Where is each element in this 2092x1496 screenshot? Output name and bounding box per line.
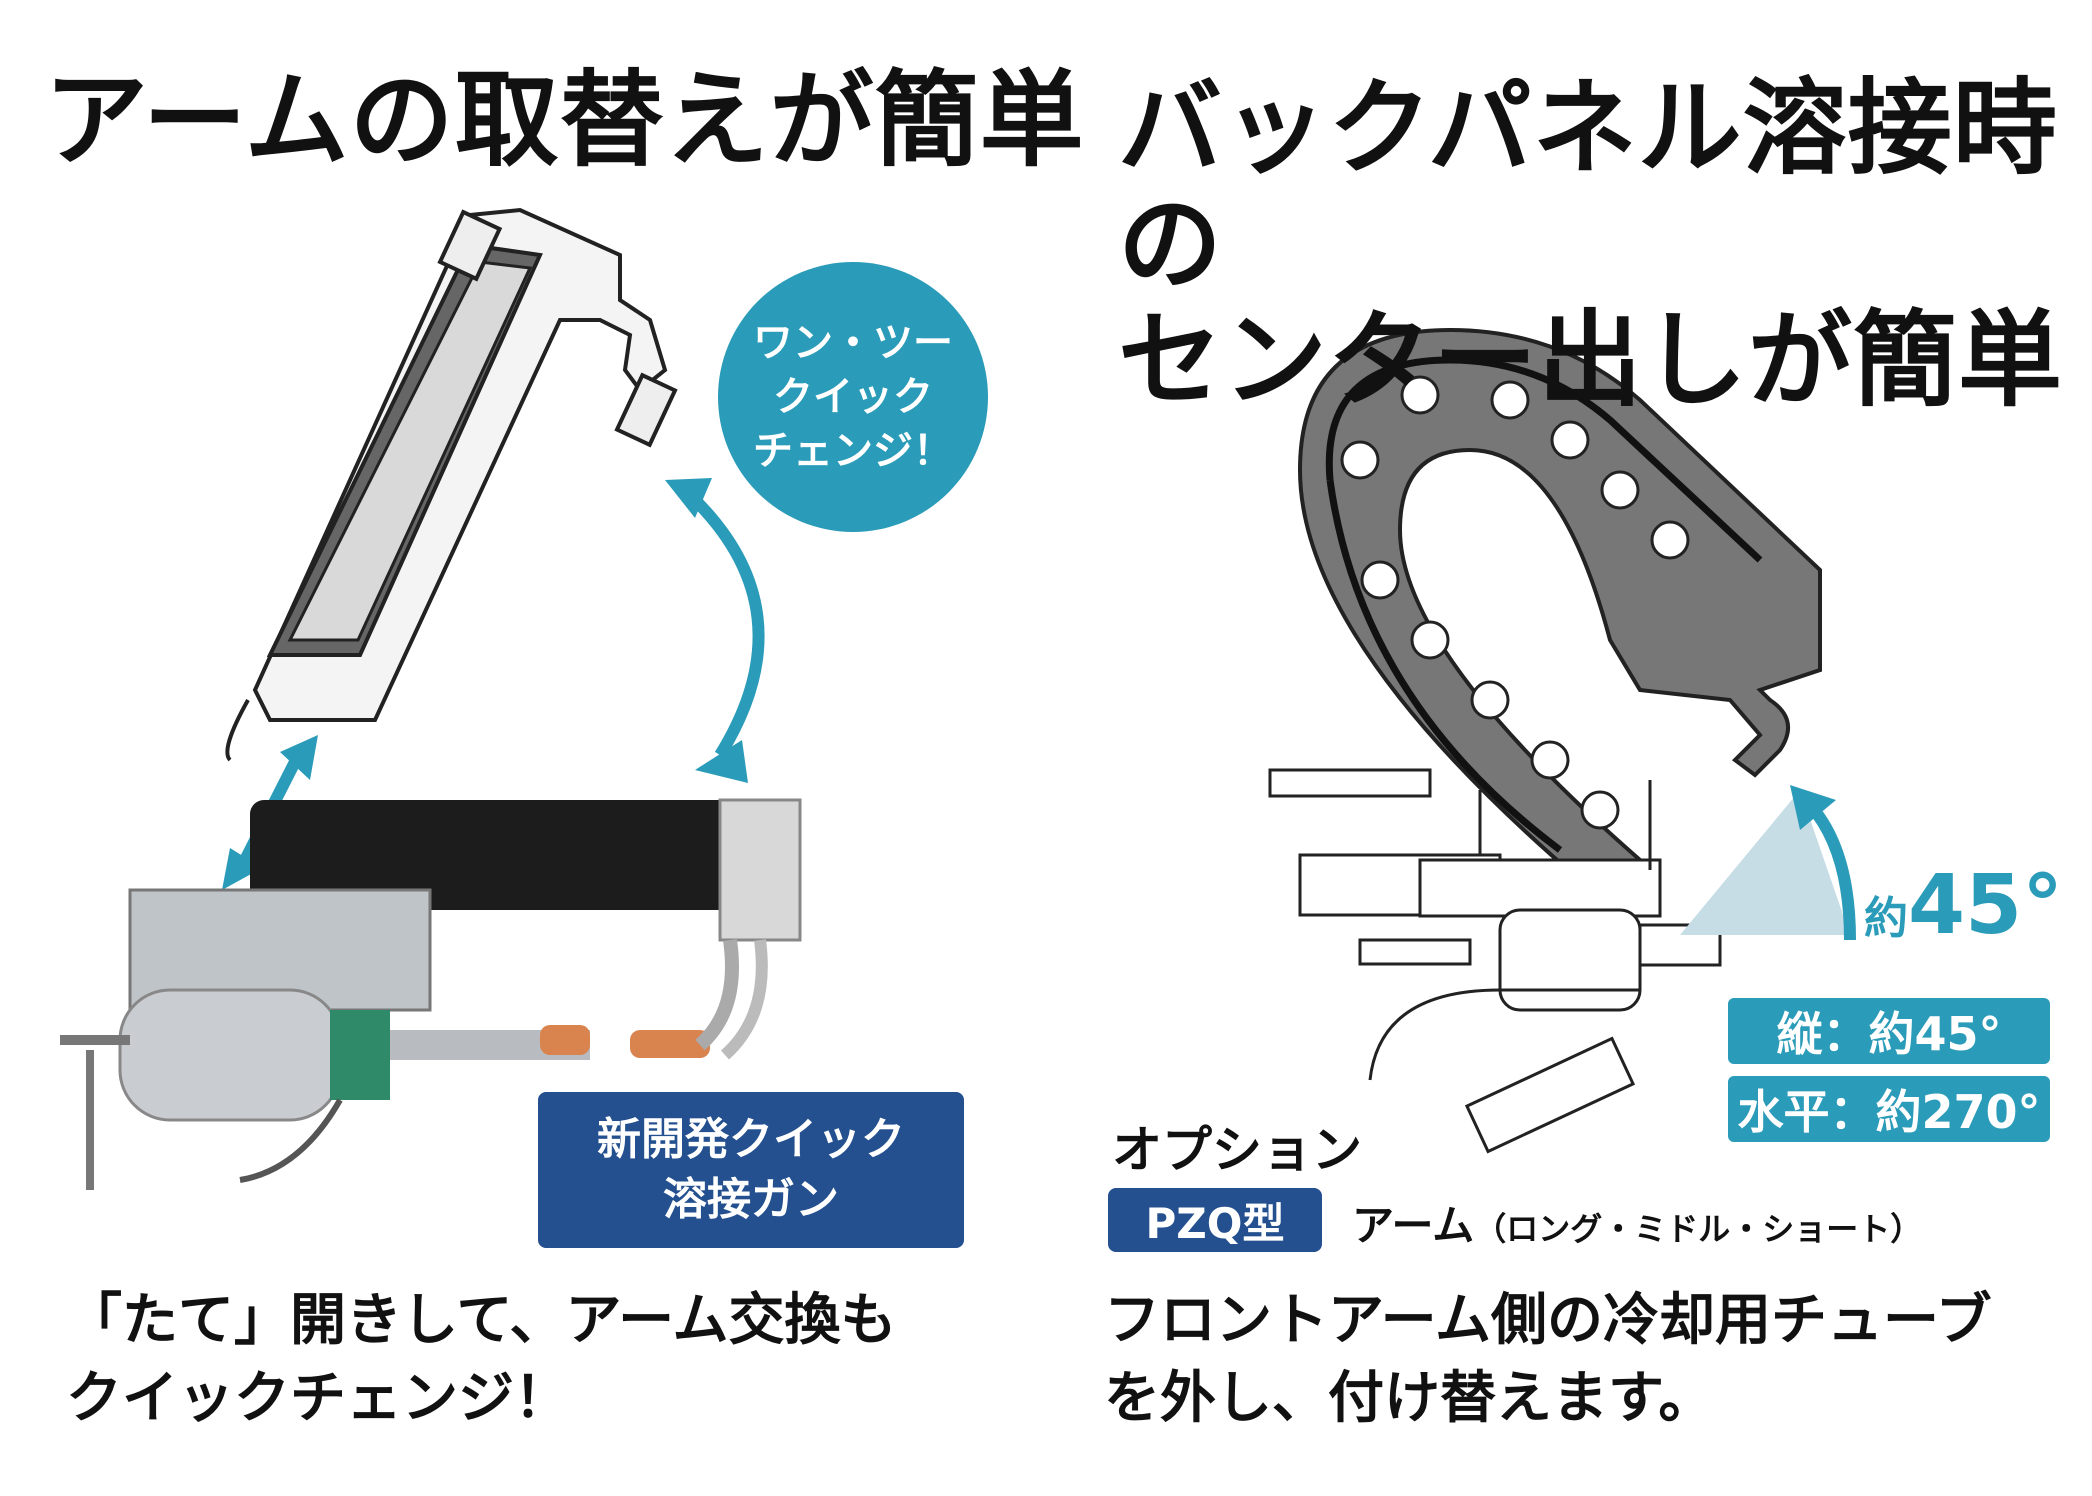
left-caption-line-2: クイックチェンジ！ bbox=[66, 1366, 570, 1431]
left-caption: 「たて」開きして、アーム交換も クイックチェンジ！ bbox=[66, 1282, 1026, 1438]
quick-change-bubble: ワン・ツー クイック チェンジ！ bbox=[718, 262, 988, 532]
new-gun-badge: 新開発クイック 溶接ガン bbox=[538, 1092, 964, 1248]
right-caption-line-1: フロントアーム側の冷却用チューブ bbox=[1104, 1288, 1992, 1353]
welding-gun-photo bbox=[60, 798, 802, 1190]
right-title-line-2: センター出しが簡単 bbox=[1118, 299, 2064, 421]
left-title: アームの取替えが簡単 bbox=[44, 59, 1085, 181]
arm-variants: （ロング・ミドル・ショート） bbox=[1474, 1210, 1923, 1248]
model-badge: PZQ型 bbox=[1108, 1188, 1322, 1252]
option-label: オプション bbox=[1112, 1121, 1362, 1179]
vertical-angle-box: 縦：約45° bbox=[1728, 998, 2050, 1064]
gun-badge-line-1: 新開発クイック bbox=[597, 1114, 905, 1165]
arm-label-main: アーム bbox=[1352, 1201, 1475, 1250]
right-caption: フロントアーム側の冷却用チューブ を外し、付け替えます。 bbox=[1104, 1282, 2084, 1438]
horizontal-angle-box: 水平：約270° bbox=[1728, 1076, 2050, 1142]
angle-label: 約45° bbox=[1864, 858, 2063, 953]
right-caption-line-2: を外し、付け替えます。 bbox=[1104, 1366, 1715, 1431]
bubble-line-2: クイック bbox=[773, 374, 933, 420]
bubble-line-1: ワン・ツー bbox=[753, 320, 953, 366]
gun-line-drawing bbox=[1268, 768, 1722, 1154]
arm-label: アーム（ロング・ミドル・ショート） bbox=[1352, 1192, 1922, 1253]
angle-prefix: 約 bbox=[1864, 893, 1908, 944]
gun-badge-line-2: 溶接ガン bbox=[663, 1174, 839, 1225]
right-title-line-1: バックパネル溶接時の bbox=[1118, 67, 2058, 305]
swing-arrow bbox=[222, 478, 765, 890]
quick-change-arm-illustration bbox=[225, 207, 678, 762]
left-caption-line-1: 「たて」開きして、アーム交換も bbox=[66, 1288, 897, 1353]
right-title: バックパネル溶接時の センター出しが簡単 bbox=[1118, 70, 2078, 418]
angle-value: 45° bbox=[1908, 858, 2064, 953]
angle-indicator bbox=[1680, 785, 1856, 941]
bubble-line-3: チェンジ！ bbox=[753, 428, 953, 474]
